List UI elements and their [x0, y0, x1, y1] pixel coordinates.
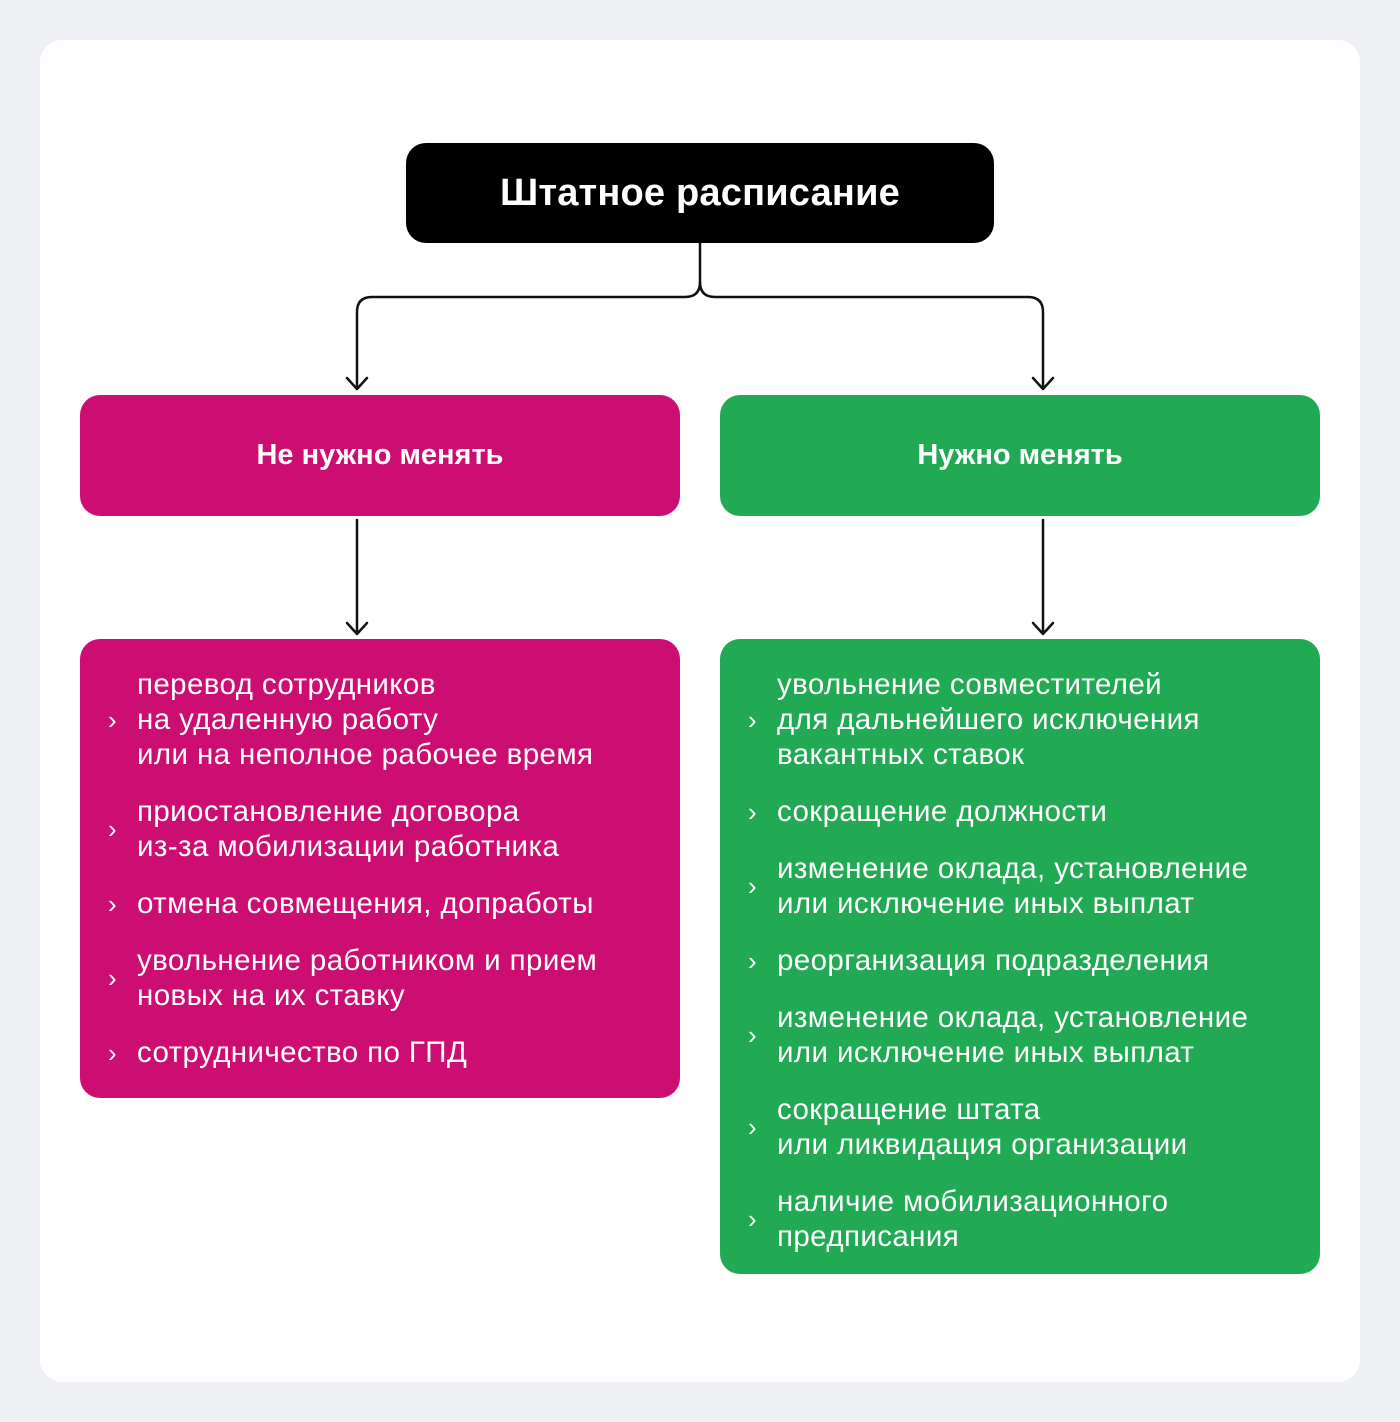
change-list: › увольнение совместителей для дальнейше…	[720, 639, 1320, 1274]
list-item-text: изменение оклада, установление или исклю…	[777, 1001, 1249, 1069]
list-item: › изменение оклада, установление или иск…	[748, 851, 1300, 921]
root-stem-line	[698, 241, 1045, 390]
arrow-down-icon	[345, 376, 369, 391]
list-item: › сотрудничество по ГПД	[108, 1035, 660, 1070]
arrow-down-icon	[1031, 621, 1055, 636]
list-item-text: увольнение работником и прием новых на и…	[137, 944, 598, 1012]
list-item: › реорганизация подразделения	[748, 943, 1300, 978]
list-item-text: отмена совмещения, допработы	[137, 887, 594, 920]
list-item: › сокращение должности	[748, 794, 1300, 829]
branch-title-no-change: Не нужно менять	[256, 439, 504, 471]
list-item: › перевод сотрудников на удаленную работ…	[108, 667, 660, 772]
chevron-right-icon: ›	[748, 945, 757, 976]
list-item-text: изменение оклада, установление или исклю…	[777, 852, 1249, 920]
list-item-text: сотрудничество по ГПД	[137, 1036, 468, 1069]
chevron-right-icon: ›	[748, 704, 757, 735]
chevron-right-icon: ›	[108, 1037, 117, 1068]
root-title: Штатное расписание	[500, 171, 900, 214]
list-item: › изменение оклада, установление или иск…	[748, 1000, 1300, 1070]
chevron-right-icon: ›	[108, 704, 117, 735]
root-stem-line-left	[355, 280, 702, 390]
list-item: › наличие мобилизационного предписания	[748, 1184, 1300, 1254]
branch-node-no-change: Не нужно менять	[80, 395, 680, 516]
root-node: Штатное расписание	[406, 143, 994, 243]
chevron-right-icon: ›	[748, 796, 757, 827]
list-item: › приостановление договора из-за мобилиз…	[108, 794, 660, 864]
list-item-text: реорганизация подразделения	[777, 944, 1210, 977]
chevron-right-icon: ›	[748, 871, 757, 901]
list-item: › увольнение совместителей для дальнейше…	[748, 667, 1300, 772]
chevron-right-icon: ›	[108, 963, 117, 993]
list-item-text: наличие мобилизационного предписания	[777, 1185, 1169, 1253]
chevron-right-icon: ›	[108, 814, 117, 844]
list-item-text: сокращение штата или ликвидация организа…	[777, 1093, 1188, 1161]
chevron-right-icon: ›	[108, 888, 117, 919]
chevron-right-icon: ›	[748, 1204, 757, 1234]
list-item-text: сокращение должности	[777, 795, 1108, 828]
chevron-right-icon: ›	[748, 1020, 757, 1050]
chevron-right-icon: ›	[748, 1112, 757, 1142]
arrow-down-icon	[1031, 376, 1055, 391]
list-item: › увольнение работником и прием новых на…	[108, 943, 660, 1013]
list-item-text: перевод сотрудников на удаленную работу …	[137, 668, 594, 771]
list-item: › сокращение штата или ликвидация органи…	[748, 1092, 1300, 1162]
no-change-list: › перевод сотрудников на удаленную работ…	[80, 639, 680, 1098]
branch-title-change: Нужно менять	[917, 439, 1123, 471]
branch-node-change: Нужно менять	[720, 395, 1320, 516]
arrow-down-icon	[345, 621, 369, 636]
list-item: › отмена совмещения, допработы	[108, 886, 660, 921]
list-item-text: увольнение совместителей для дальнейшего…	[777, 668, 1200, 771]
list-item-text: приостановление договора из-за мобилизац…	[137, 795, 560, 863]
